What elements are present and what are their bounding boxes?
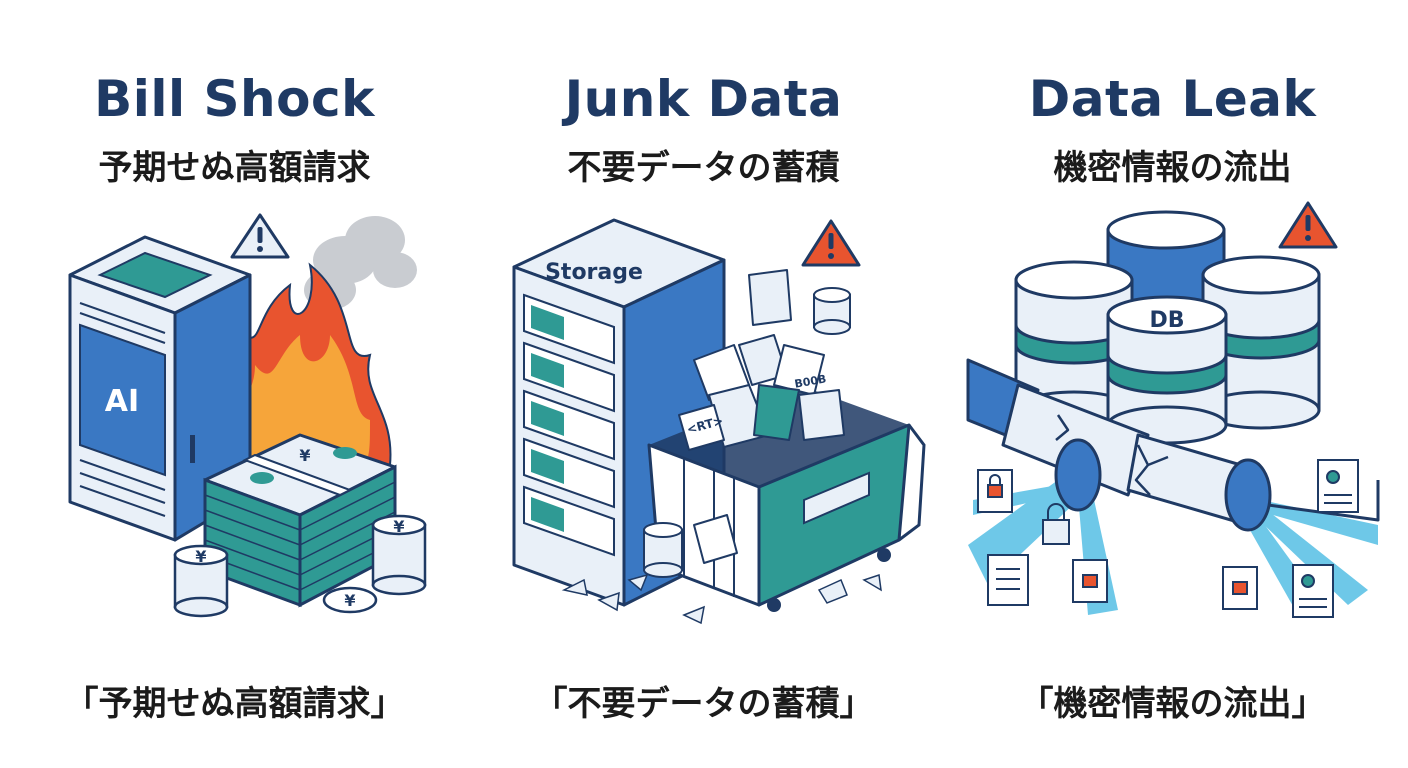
junk-files-icon bbox=[678, 269, 845, 564]
warning-icon bbox=[801, 219, 861, 267]
lock-document-icon bbox=[977, 469, 1258, 610]
server-label: Storage bbox=[545, 260, 643, 285]
file-tag: B00B bbox=[793, 372, 827, 390]
panel-data-leak: Data Leak 機密情報の流出 bbox=[938, 0, 1407, 768]
warning-icon bbox=[1278, 201, 1338, 249]
coin-symbol: ¥ bbox=[393, 517, 404, 536]
panel-title-en: Bill Shock bbox=[94, 70, 375, 128]
panel-title-en: Junk Data bbox=[564, 70, 843, 128]
server-label: AI bbox=[105, 384, 139, 419]
panel-bill-shock: Bill Shock 予期せぬ高額請求 bbox=[0, 0, 469, 768]
data-leak-illustration: DB bbox=[966, 201, 1380, 618]
panel-title-ja: 予期せぬ高額請求 bbox=[98, 148, 371, 188]
yen-coin-icon bbox=[173, 514, 427, 618]
panel-caption: 「予期せぬ高額請求」 bbox=[64, 684, 405, 724]
db-label: DB bbox=[1149, 308, 1184, 333]
server-icon bbox=[68, 235, 252, 542]
panel-junk-data: Junk Data 不要データの蓄積 bbox=[469, 0, 938, 768]
database-icon bbox=[1014, 210, 1321, 445]
coin-symbol: ¥ bbox=[299, 446, 310, 465]
coin-symbol: ¥ bbox=[195, 547, 206, 566]
debris-icon bbox=[561, 573, 882, 625]
profile-document-icon bbox=[987, 459, 1359, 618]
bill-shock-illustration: AI bbox=[68, 213, 427, 618]
panel-title-ja: 不要データの蓄積 bbox=[567, 148, 840, 188]
server-icon bbox=[512, 218, 726, 607]
warning-icon bbox=[230, 213, 290, 259]
panel-caption: 「機密情報の流出」 bbox=[1019, 684, 1326, 724]
panel-caption: 「不要データの蓄積」 bbox=[533, 684, 874, 724]
broken-pipe-icon bbox=[966, 358, 1380, 532]
money-stack-icon bbox=[203, 433, 397, 608]
panel-title-en: Data Leak bbox=[1028, 70, 1317, 128]
junk-data-illustration: Storage bbox=[512, 218, 926, 625]
coin-symbol: ¥ bbox=[344, 591, 355, 610]
panel-title-ja: 機密情報の流出 bbox=[1053, 148, 1292, 188]
database-icon bbox=[643, 287, 851, 578]
